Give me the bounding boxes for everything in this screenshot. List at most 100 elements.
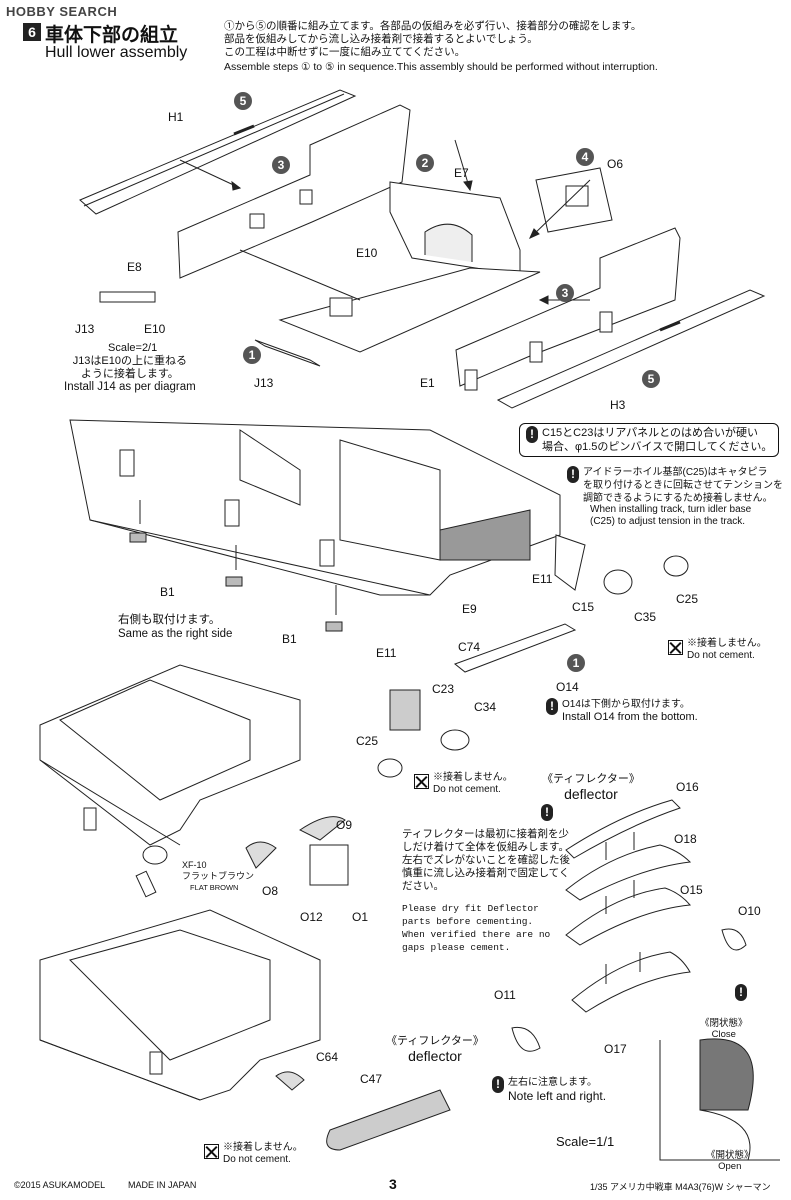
label-e11-b: E11 xyxy=(376,646,397,660)
deflector-note-line: 左右でズレがないことを確認した後 xyxy=(402,854,570,866)
state-closed-en: Close xyxy=(711,1029,736,1040)
idler-note: ! アイドラーホイル基部(C25)はキャタピラ を取り付けるときに回転させてテン… xyxy=(567,466,783,505)
deflector-note-en-line: When verified there are no xyxy=(402,929,551,940)
deflector-parts-drawing xyxy=(511,799,747,1052)
fit-warning-line: C15とC23はリアパネルとのはめ合いが硬い xyxy=(542,427,759,439)
scale-note: Scale=2/1 J13はE10の上に重ねる ように接着します。 Instal… xyxy=(64,342,196,394)
label-o15: O15 xyxy=(680,883,703,897)
deflector-note-line: しだけ着けて全体を仮組みします。 xyxy=(402,841,569,853)
deflector-note-jp: ティフレクターは最初に接着剤を少 しだけ着けて全体を仮組みします。 左右でズレが… xyxy=(402,828,570,893)
step-badge: 6 xyxy=(23,23,41,41)
scale-note-jp: J13はE10の上に重ねる xyxy=(72,355,187,367)
idler-note-jp: アイドラーホイル基部(C25)はキャタピラ xyxy=(583,467,768,478)
label-c25: C25 xyxy=(676,592,699,606)
label-o16: O16 xyxy=(676,780,699,794)
footer-model: 1/35 アメリカ中戦車 M4A3(76)W シャーマン xyxy=(590,1182,771,1192)
idler-note-jp: を取り付けるときに回転させてテンションを xyxy=(583,480,783,491)
label-e1: E1 xyxy=(420,376,435,390)
no-cement-icon xyxy=(414,774,429,789)
no-cement-jp: ※接着しません。 xyxy=(223,1142,303,1153)
lr-note: ! 左右に注意します。 Note left and right. xyxy=(492,1076,606,1103)
deflector-heading: 《ティフレクター》 deflector xyxy=(542,770,640,802)
exclamation-icon: ! xyxy=(567,466,579,483)
part-o6-drawing xyxy=(535,167,613,233)
label-c25-lower: C25 xyxy=(356,734,379,748)
page-number: 3 xyxy=(389,1176,397,1192)
part-e7-drawing xyxy=(389,181,521,276)
o14-note-jp: O14は下側から取付けます。 xyxy=(562,699,690,710)
watermark-text: HOBBY SEARCH xyxy=(6,4,118,19)
label-b1: B1 xyxy=(160,585,175,599)
label-e9: E9 xyxy=(462,602,477,616)
part-j13-drawing xyxy=(99,291,321,367)
deflector-note-en-line: parts before cementing. xyxy=(402,916,534,927)
detail-close-open-drawing xyxy=(659,1038,780,1161)
label-o17: O17 xyxy=(604,1042,627,1056)
label-o6: O6 xyxy=(607,157,624,171)
label-e10-detail: E10 xyxy=(144,322,166,336)
step-instructions-jp: ①から⑤の順番に組み立てます。各部品の仮組みを必ず行い、接着部分の確認をします。… xyxy=(224,20,641,59)
label-o14: O14 xyxy=(556,680,579,694)
deflector-heading-bottom: 《ティフレクター》 deflector xyxy=(386,1032,484,1064)
exclamation-icon: ! xyxy=(492,1076,504,1093)
label-e10: E10 xyxy=(356,246,378,260)
o14-note-en: Install O14 from the bottom. xyxy=(562,711,698,723)
same-side-en: Same as the right side xyxy=(118,628,233,640)
part-e1-drawing xyxy=(455,227,681,391)
instruction-line: この工程は中断せずに一度に組み立ててください。 xyxy=(224,46,466,58)
step-title-jp: 車体下部の組立 xyxy=(45,25,179,46)
hull-middle-drawing xyxy=(69,419,689,596)
exclamation-icon: ! xyxy=(546,698,558,715)
order-mark: 4 xyxy=(576,148,594,166)
deflector-heading-en: deflector xyxy=(408,1048,462,1064)
exclamation-icon: ! xyxy=(541,804,553,821)
deflector-note-en: Please dry fit Deflector parts before ce… xyxy=(402,902,550,954)
deflector-heading-jp: 《ティフレクター》 xyxy=(542,773,640,785)
state-open: 《開状態》 Open xyxy=(706,1150,754,1172)
instruction-line: ①から⑤の順番に組み立てます。各部品の仮組みを必ず行い、接着部分の確認をします。 xyxy=(224,20,642,32)
order-mark: 3 xyxy=(556,284,574,302)
paint-code: XF-10 xyxy=(182,860,207,870)
instruction-line: 部品を仮組みしてから流し込み接着剤で接着するとよいでしょう。 xyxy=(224,33,538,45)
fit-warning: ! C15とC23はリアパネルとのはめ合いが硬い 場合、φ1.5のピンバイスで開… xyxy=(519,423,780,457)
scale-bottom: Scale=1/1 xyxy=(556,1134,615,1149)
order-mark: 5 xyxy=(642,370,660,388)
label-c74: C74 xyxy=(458,640,481,654)
label-c23: C23 xyxy=(432,682,455,696)
label-o12: O12 xyxy=(300,910,323,924)
part-h1-drawing xyxy=(79,89,357,215)
step-title-en: Hull lower assembly xyxy=(45,44,188,61)
no-cement-note-bottom: ※接着しません。 Do not cement. xyxy=(204,1142,303,1166)
order-mark: 3 xyxy=(272,156,290,174)
deflector-note-line: ださい。 xyxy=(402,880,444,892)
paint-name-en: FLAT BROWN xyxy=(190,883,239,892)
idler-note-jp: 調節できるようにするため接着しません。 xyxy=(583,493,773,504)
scale-note-en: Install J14 as per diagram xyxy=(64,381,196,393)
label-o18: O18 xyxy=(674,832,697,846)
order-mark: 2 xyxy=(416,154,434,172)
order-mark: 5 xyxy=(234,92,252,110)
idler-note-en-line: When installing track, turn idler base xyxy=(590,504,752,515)
state-closed-jp: 《閉状態》 xyxy=(700,1018,748,1029)
no-cement-icon xyxy=(204,1144,219,1159)
footer-copyright: ©2015 ASUKAMODEL xyxy=(14,1180,106,1190)
fit-warning-line: 場合、φ1.5のピンバイスで開口してください。 xyxy=(542,441,773,453)
watermark: HOBBY SEARCH xyxy=(6,4,117,19)
arrows-top xyxy=(179,139,591,305)
no-cement-en: Do not cement. xyxy=(687,650,755,661)
deflector-heading-en: deflector xyxy=(564,786,618,802)
label-o10: O10 xyxy=(738,904,761,918)
label-c64: C64 xyxy=(316,1050,339,1064)
label-j13-detail: J13 xyxy=(75,322,95,336)
exclamation-icon: ! xyxy=(735,984,747,1001)
no-cement-jp: ※接着しません。 xyxy=(687,638,767,649)
lr-note-jp: 左右に注意します。 xyxy=(508,1077,597,1088)
lr-note-en: Note left and right. xyxy=(508,1089,607,1103)
deflector-note-en-line: gaps please cement. xyxy=(402,942,511,953)
small-parts-middle xyxy=(129,500,577,673)
part-e8-drawing xyxy=(177,104,411,279)
label-c47: C47 xyxy=(360,1072,383,1086)
paint-name-jp: フラットブラウン xyxy=(182,871,255,881)
label-o8: O8 xyxy=(262,884,279,898)
label-h3: H3 xyxy=(610,398,626,412)
